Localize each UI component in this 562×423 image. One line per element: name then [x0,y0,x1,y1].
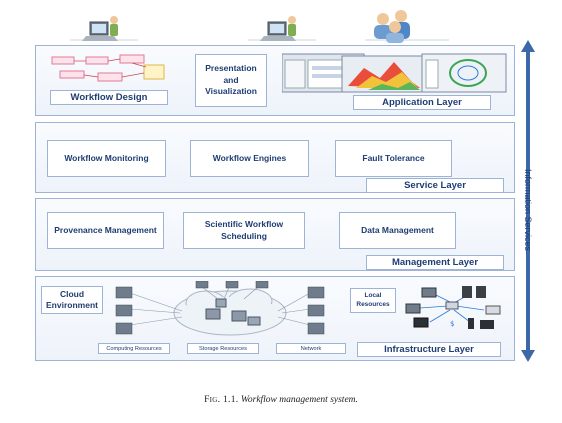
storage-resources-label: Storage Resources [187,343,259,354]
printer-icon [485,305,501,315]
cloud-network-illustration [110,280,350,343]
caption-text: Workflow management system. [240,395,358,405]
presentation-visualization-box: Presentation and Visualization [195,54,267,107]
computer-user-icons [70,10,449,43]
router-icon [445,301,459,310]
fault-tolerance-box: Fault Tolerance [335,140,452,177]
workflow-engines-box: Workflow Engines [190,140,309,177]
application-layer-label: Application Layer [353,95,491,110]
computer-icon [307,322,325,335]
svg-text:$: $ [450,320,454,328]
information-services-label: Information Services [523,168,533,252]
server-icon [215,298,227,308]
server-icon [205,308,221,320]
local-devices-illustration: $ [400,282,508,332]
computer-icon [307,286,325,299]
computer-icon [225,280,239,289]
computer-icon [195,280,209,289]
infrastructure-layer-label: Infrastructure Layer [357,342,501,357]
laptop-icon [413,317,429,328]
figure-caption: Fig. 1.1. Workflow management system. [0,395,562,405]
computer-icon [115,322,133,335]
provenance-management-box: Provenance Management [47,212,164,249]
computer-icon [255,280,269,289]
management-layer-label: Management Layer [366,255,504,270]
computer-user-icon [70,16,138,41]
server-rack-icon [462,286,472,298]
caption-prefix: Fig. 1.1. [204,395,239,405]
server-icon [247,316,261,326]
laptop-icon [405,303,421,314]
scientific-workflow-scheduling-box: Scientific Workflow Scheduling [183,212,305,249]
server-icon [231,310,247,322]
workflow-design-thumbnail [50,53,168,89]
laptop-icon [421,287,437,298]
top-icons [60,8,460,48]
network-label: Network [276,343,346,354]
data-management-box: Data Management [339,212,456,249]
service-layer-label: Service Layer [366,178,504,193]
cloud-environment-box: Cloud Environment [41,286,103,314]
computing-resources-label: Computing Resources [98,343,170,354]
computer-user-icon [248,16,316,41]
computer-icon [115,304,133,317]
phone-icon [468,318,474,329]
computer-icon [115,286,133,299]
local-resources-box: Local Resources [350,288,396,313]
application-screenshots [281,52,508,94]
tablet-icon [480,320,494,329]
computer-icon [307,304,325,317]
server-rack-icon [476,286,486,298]
users-group-icon [365,10,449,43]
workflow-design-box: Workflow Design [50,90,168,105]
information-services-arrow [520,40,536,362]
workflow-monitoring-box: Workflow Monitoring [47,140,166,177]
